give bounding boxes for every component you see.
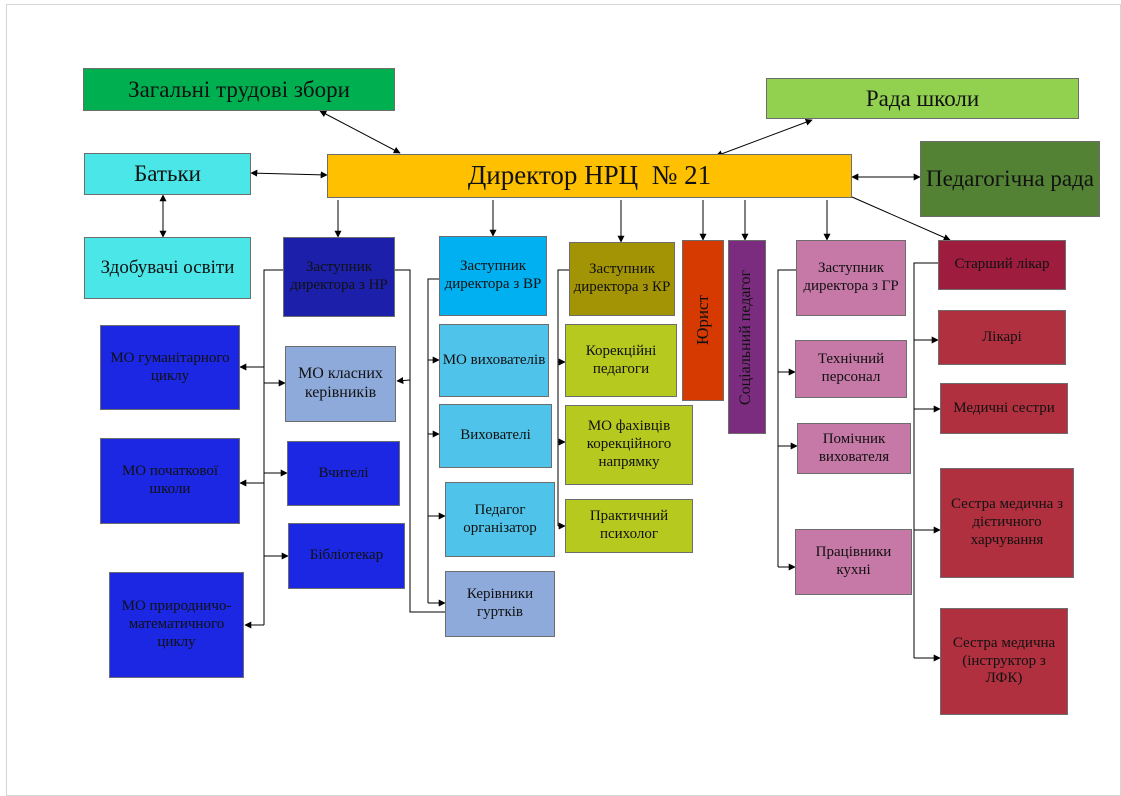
node-vyhovateli: Вихователі <box>439 404 552 468</box>
node-ped-org: Педагог організатор <box>445 482 555 557</box>
node-bibliotekar: Бібліотекар <box>288 523 405 589</box>
soc-pedagog-label: Соціальний педагог <box>737 269 755 405</box>
node-mo-klasnyh: МО класних керівників <box>285 346 396 422</box>
node-prakt-psyh: Практичний психолог <box>565 499 693 553</box>
node-batky: Батьки <box>84 153 251 195</box>
node-sestra-lfk: Сестра медична (інструктор з ЛФК) <box>940 608 1068 715</box>
node-pratsivnyky-kuhni: Працівники кухні <box>795 529 912 595</box>
node-mo-gum: МО гуманітарного циклу <box>100 325 240 410</box>
node-zast-vr: Заступник директора з ВР <box>439 236 547 316</box>
node-zdobuvachi: Здобувачі освіти <box>84 237 251 299</box>
node-ped-rada: Педагогічна рада <box>920 141 1100 217</box>
node-yurist: Юрист <box>682 240 724 401</box>
node-starshyi-likar: Старший лікар <box>938 240 1066 290</box>
node-tekh-personal: Технічний персонал <box>795 340 907 398</box>
node-zast-nr: Заступник директора з НР <box>283 237 395 317</box>
node-vchyteli: Вчителі <box>287 441 400 506</box>
node-likari: Лікарі <box>938 310 1066 365</box>
node-mo-fahivtsiv: МО фахівців корекційного напрямку <box>565 405 693 485</box>
node-zast-gr: Заступник директора з ГР <box>796 240 906 316</box>
node-mo-pryr: МО природничо-математичного циклу <box>109 572 244 678</box>
node-pomichnyk: Помічник вихователя <box>797 423 911 474</box>
node-zast-kr: Заступник директора з КР <box>569 242 675 316</box>
node-mo-poch: МО початкової школи <box>100 438 240 524</box>
node-sestra-diet: Сестра медична з дієтичного харчування <box>940 468 1074 578</box>
node-rada-shkoly: Рада школи <box>766 78 1079 119</box>
node-korekc-pedagogy: Корекційні педагоги <box>565 324 677 397</box>
node-soc-pedagog: Соціальний педагог <box>728 240 766 434</box>
node-mo-vyhovateliv: МО вихователів <box>439 324 549 397</box>
node-dyrektor: Директор НРЦ № 21 <box>327 154 852 198</box>
node-kerivnyky-gurtkiv: Керівники гуртків <box>445 571 555 637</box>
node-trud-zbory: Загальні трудові збори <box>83 68 395 111</box>
node-med-sestry: Медичні сестри <box>940 383 1068 434</box>
yurist-label: Юрист <box>692 295 712 346</box>
